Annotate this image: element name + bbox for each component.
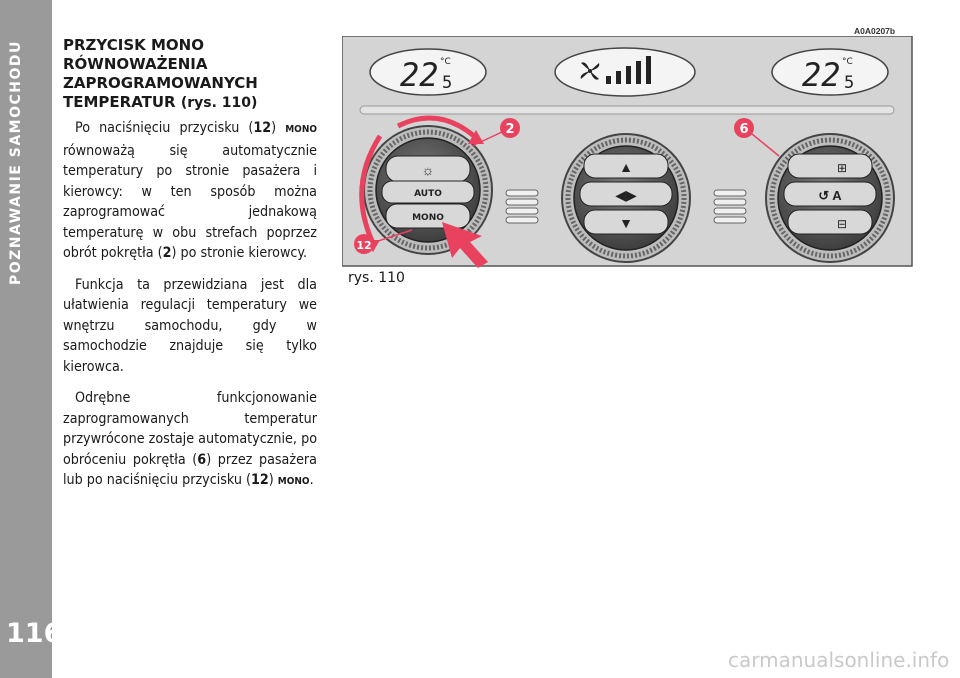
rotate-arrow-top: [396, 115, 476, 138]
fan-speed-bars: [606, 56, 651, 84]
left-temperature-display: 22 5 °C: [369, 48, 487, 96]
paragraph-2: Funkcja ta przewidziana jest dla ułatwie…: [63, 276, 317, 375]
sun-icon: ☼: [422, 162, 435, 178]
figure-code: A0A0207b: [854, 26, 896, 36]
paragraph-3: Odrębne funkcjonowanie zaprogramowanych …: [63, 390, 317, 488]
svg-text:5: 5: [844, 73, 854, 93]
arrow-up-icon: ▲: [619, 159, 633, 175]
svg-text:6: 6: [739, 122, 748, 137]
callout-2: [500, 118, 520, 138]
right-vent-slots: [713, 189, 747, 224]
svg-text:AUTO: AUTO: [414, 189, 442, 199]
page-number: 116: [6, 618, 63, 649]
svg-text:22: 22: [802, 56, 841, 94]
press-arrow: [442, 222, 488, 268]
section-title: POZNAWANIE SAMOCHODU: [8, 40, 24, 285]
svg-text:2: 2: [505, 122, 514, 137]
fan-speed-display: [554, 47, 696, 97]
figure-reference: (rys. 110): [180, 95, 258, 111]
svg-text:12: 12: [356, 239, 371, 252]
windshield-defrost-icon: ⊞: [837, 161, 847, 175]
svg-text:MONO: MONO: [412, 213, 444, 223]
callout-6: [734, 118, 754, 138]
arrow-left-right-icon: ◀▶: [615, 187, 637, 203]
article: PRZYCISK MONO RÓWNOWAŻENIA ZAPROGRAMOWAN…: [63, 36, 317, 493]
mono-button: [385, 203, 471, 229]
fan-icon: [580, 62, 600, 80]
auto-button: [381, 180, 475, 204]
callout-12: [354, 234, 374, 254]
sidebar: POZNAWANIE SAMOCHODU 116: [0, 0, 62, 678]
paragraph-1: Po naciśnięciu przycisku (12) MONO równo…: [63, 120, 317, 261]
svg-text:°C: °C: [842, 57, 853, 67]
left-temperature-knob[interactable]: ☼ AUTO MONO: [363, 125, 493, 255]
rear-defrost-icon: ⊟: [837, 217, 847, 231]
right-temperature-display: 22 5 °C: [771, 48, 889, 96]
right-temperature-knob[interactable]: ⊞ ↺ A ⊟: [765, 133, 895, 263]
climate-control-panel-figure: 22 5 °C 22 5 °C ☼: [342, 36, 913, 268]
panel-strip: [359, 105, 895, 115]
svg-text:5: 5: [442, 73, 452, 93]
watermark: carmanualsonline.info: [728, 648, 950, 672]
figure-caption: rys. 110: [348, 270, 405, 286]
svg-text:22: 22: [400, 56, 439, 94]
svg-text:°C: °C: [440, 57, 451, 67]
air-distribution-knob[interactable]: ▲ ◀▶ ▼: [561, 133, 691, 263]
arrow-down-icon: ▼: [619, 215, 633, 231]
left-vent-slots: [505, 189, 539, 224]
air-recirculation-icon: ↺ A: [818, 188, 842, 203]
section-heading: PRZYCISK MONO RÓWNOWAŻENIA ZAPROGRAMOWAN…: [63, 36, 258, 111]
rotate-arrow-left: [359, 134, 383, 242]
